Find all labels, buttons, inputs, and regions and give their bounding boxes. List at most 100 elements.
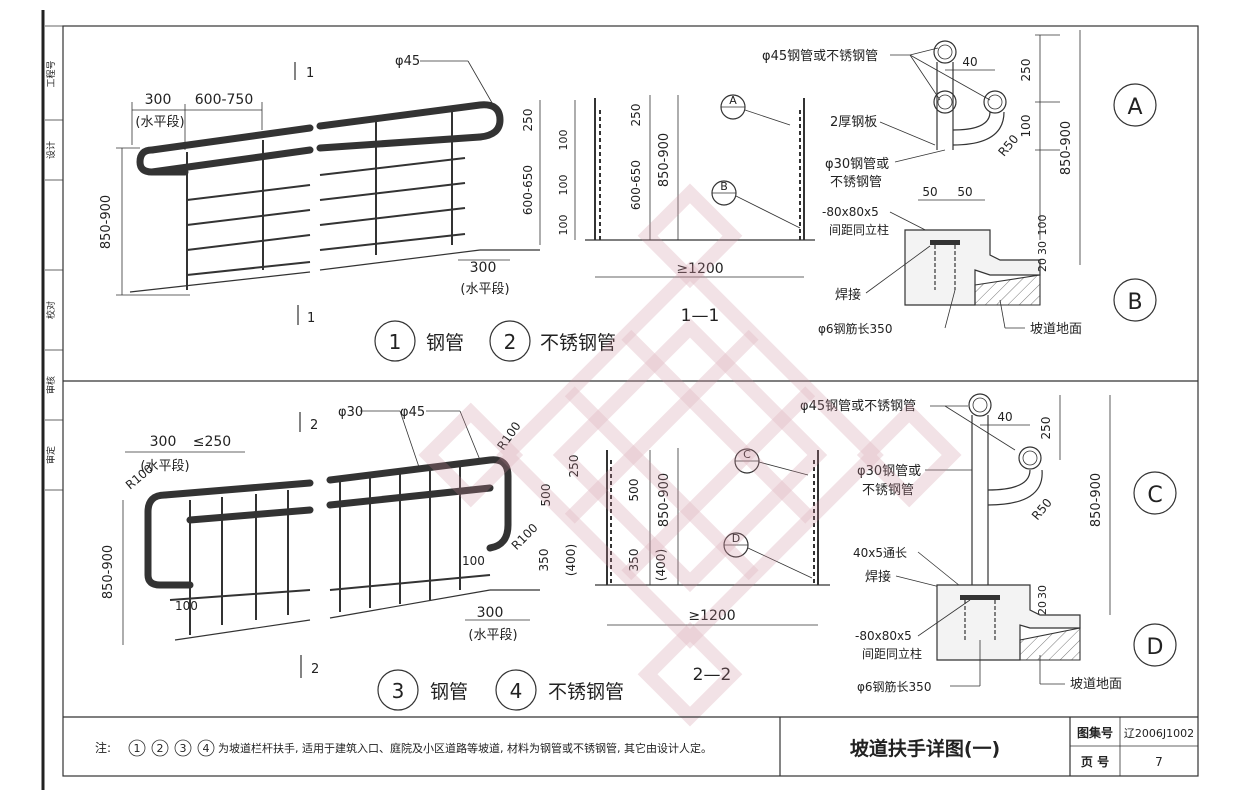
- sec2-dim-500b: 500: [627, 479, 641, 502]
- detail-b-dim-30: 30: [1036, 241, 1049, 255]
- note-num-2: 2: [157, 742, 164, 755]
- section-dim-850-900: 850-900: [657, 133, 672, 187]
- drawing-frame: [62, 25, 1199, 777]
- detail-c-pipe30b: 不锈钢管: [862, 483, 914, 498]
- horizontal-seg2-bottom: (水平段): [468, 628, 517, 643]
- atlas-label: 图集号: [1077, 725, 1113, 740]
- detail-label-c: C: [1147, 483, 1162, 508]
- dim2-300: 300: [150, 434, 177, 450]
- callout-d-label: D: [732, 532, 740, 545]
- detail-d-plate-80: -80x80x5: [855, 629, 912, 643]
- drawing-title: 坡道扶手详图(一): [850, 737, 1000, 760]
- section-dim-600-650b: 600-650: [629, 160, 643, 210]
- legend-num-4: 4: [510, 679, 523, 703]
- detail-c-dim-40: 40: [997, 410, 1012, 424]
- detail-d-rebar: φ6钢筋长350: [857, 679, 931, 694]
- section-mark-top: 1: [306, 66, 314, 81]
- detail-a-b: φ45钢管或不锈钢管 40 2厚钢板 φ30钢管或 不锈钢管 R50 250 1…: [762, 30, 1157, 337]
- detail-c-pipe30: φ30钢管或: [857, 464, 921, 479]
- detail-b-weld: 焊接: [835, 287, 861, 303]
- detail-d-weld: 焊接: [865, 569, 891, 585]
- top-legend: 1 钢管 2 不锈钢管: [374, 320, 616, 362]
- atlas-value: 辽2006J1002: [1124, 727, 1194, 740]
- horizontal-seg-label: (水平段): [135, 115, 184, 130]
- detail-a-dim-250: 250: [1019, 59, 1033, 82]
- detail-c-pipe-label: φ45钢管或不锈钢管: [800, 399, 916, 414]
- section-dim-250b: 250: [629, 104, 643, 127]
- detail-a-dim-40: 40: [962, 55, 977, 69]
- bottom-section-2-2: 250 500 500 850-900 350 (400) C D ≥1200 …: [539, 448, 830, 685]
- pipe-45-label-b: φ45: [400, 405, 425, 420]
- detail-c-dim-250: 250: [1039, 417, 1053, 440]
- detail-c-d: φ45钢管或不锈钢管 40 φ30钢管或 不锈钢管 R50 250 850-90…: [800, 393, 1177, 694]
- section-dim-100a: 100: [557, 130, 570, 151]
- legend-num-2: 2: [504, 330, 517, 354]
- side-label-5: 审定: [45, 446, 57, 464]
- sec2-dim-350: 350: [627, 549, 641, 572]
- legend-label-3: 钢管: [430, 681, 468, 703]
- note-text: 为坡道栏杆扶手, 适用于建筑入口、庭院及小区道路等坡道, 材料为钢管或不锈钢管,…: [218, 741, 712, 755]
- detail-d-ground: 坡道地面: [1070, 677, 1122, 692]
- detail-d-dim-30: 30: [1036, 585, 1049, 599]
- watermark-knot: [418, 183, 962, 727]
- dim2-100b: 100: [462, 554, 485, 568]
- sec2-dim-1200: ≥1200: [688, 608, 735, 624]
- dim2-350: 350: [537, 549, 551, 572]
- detail-b-plate-80: -80x80x5: [822, 205, 879, 219]
- side-label-1: 工程号: [46, 60, 57, 87]
- section-dim-100c: 100: [557, 215, 570, 236]
- sec2-dim-500: 500: [539, 484, 553, 507]
- detail-a-dim-850-900: 850-900: [1059, 121, 1074, 175]
- legend-num-3: 3: [392, 679, 405, 703]
- detail-a-pipe30: φ30钢管或: [825, 157, 889, 172]
- detail-label-d-circle: [1133, 623, 1177, 667]
- detail-b-ground: 坡道地面: [1030, 322, 1082, 337]
- detail-label-c-circle: [1133, 471, 1177, 515]
- section-title-1-1: 1—1: [681, 306, 720, 326]
- detail-a-dim-100: 100: [1019, 115, 1033, 138]
- detail-b-rebar: φ6钢筋长350: [818, 321, 892, 336]
- dim2-850-900: 850-900: [101, 545, 116, 599]
- detail-label-b-circle: [1113, 278, 1157, 322]
- section-dim-250: 250: [521, 109, 535, 132]
- dim-600-750: 600-750: [195, 92, 254, 108]
- detail-label-a: A: [1127, 95, 1142, 120]
- page-value: 7: [1155, 755, 1163, 769]
- section-mark2-bottom: 2: [311, 662, 319, 677]
- dim-300: 300: [145, 92, 172, 108]
- side-label-4: 审核: [45, 376, 57, 394]
- detail-b-dim-50b: 50: [957, 185, 972, 199]
- note-num-3: 3: [180, 742, 187, 755]
- detail-b-dim-100: 100: [1036, 215, 1049, 236]
- side-label-3: 校对: [45, 301, 57, 319]
- section-dim-600-650: 600-650: [521, 165, 535, 215]
- side-signature-column: 工程号 设计 校对 审核 审定: [45, 25, 63, 491]
- note-num-4: 4: [203, 742, 210, 755]
- dim2-100a: 100: [175, 599, 198, 613]
- detail-a-pipe-label: φ45钢管或不锈钢管: [762, 49, 878, 64]
- section-mark-bottom: 1: [307, 311, 315, 326]
- dim2-400: (400): [564, 544, 578, 576]
- callout-c-label: C: [743, 448, 751, 461]
- top-elevation: 1 1 300 600-750 (水平段) 850-900 φ45: [99, 54, 540, 326]
- sec2-dim-850-900: 850-900: [657, 473, 672, 527]
- bottom-legend: 3 钢管 4 不锈钢管: [377, 669, 624, 711]
- dim-300-bottom: 300: [470, 260, 497, 276]
- callout-b-label: B: [720, 180, 728, 193]
- note-num-1: 1: [134, 742, 141, 755]
- pipe-30-label: φ30: [338, 405, 363, 420]
- detail-c-dim-850-900: 850-900: [1089, 473, 1104, 527]
- dim2-250: ≤250: [193, 434, 231, 450]
- dim2-300-bottom: 300: [477, 605, 504, 621]
- detail-a-plate: 2厚钢板: [830, 115, 877, 130]
- sec2-dim-400: (400): [654, 549, 668, 581]
- top-section-1-1: 250 600-650 100 100 100 250 600-650 850-…: [521, 94, 815, 326]
- detail-label-d: D: [1147, 635, 1164, 660]
- dim-850-900: 850-900: [99, 195, 114, 249]
- section-dim-100b: 100: [557, 175, 570, 196]
- detail-b-spacing: 间距同立柱: [829, 222, 889, 237]
- legend-label-4: 不锈钢管: [548, 681, 624, 703]
- detail-d-spacing: 间距同立柱: [862, 646, 922, 661]
- section-dim-1200: ≥1200: [676, 261, 723, 277]
